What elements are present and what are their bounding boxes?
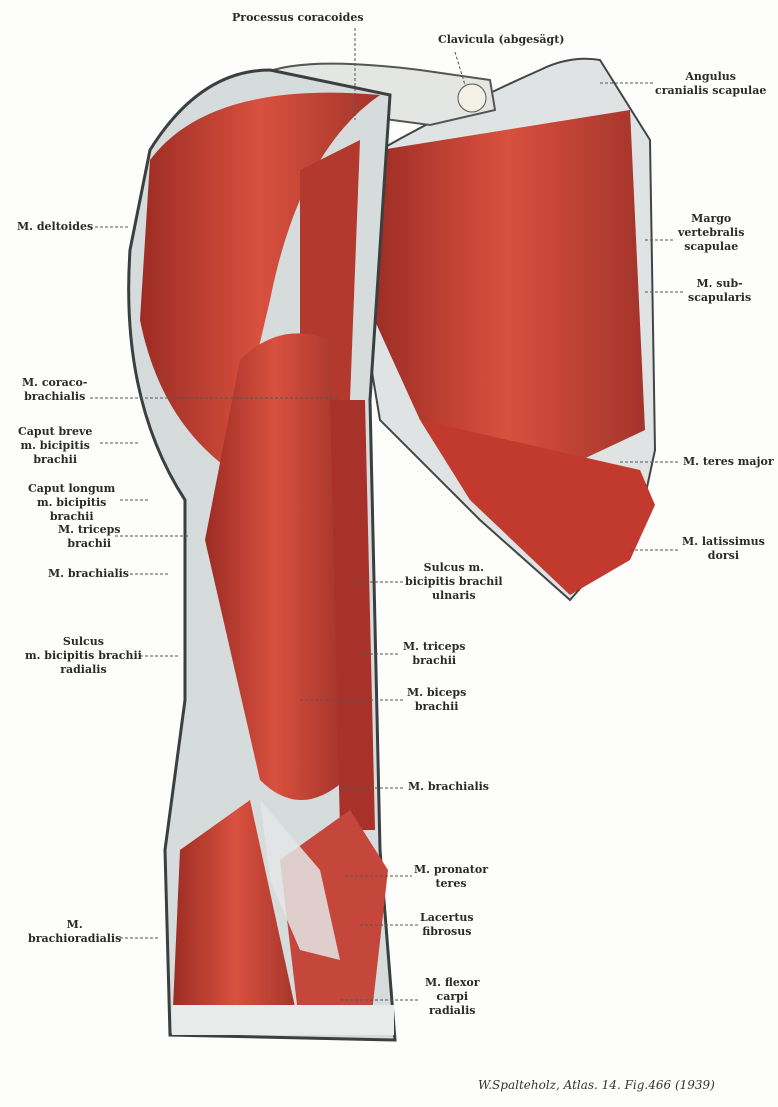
biceps-muscle (205, 333, 345, 800)
credit: W.Spalteholz, Atlas. 14. Fig.466 (1939) (478, 1078, 715, 1092)
latissimus-muscle (420, 420, 655, 595)
lacertus-fibrosus (260, 800, 340, 960)
subscapularis-muscle (370, 110, 645, 470)
label-brachialis-right: M. brachialis (408, 780, 490, 793)
brachioradialis-muscle (172, 800, 300, 1030)
leader-lines (90, 28, 685, 1001)
label-processus-coracoides: Processus coracoides (232, 11, 364, 24)
label-clavicula: Clavicula (abgesägt) (438, 33, 565, 46)
brachialis-muscle (330, 400, 375, 830)
deltoid-muscle (140, 92, 380, 470)
forearm-cut-surface (172, 1005, 394, 1035)
label-brachialis-left: M. brachialis (48, 567, 130, 580)
coracobrachialis-muscle (300, 140, 360, 400)
label-teres-major: M. teres major (683, 455, 774, 468)
label-coracobrachialis: M. coraco-brachialis (22, 376, 88, 403)
label-subscapularis: M. sub-scapularis (688, 277, 752, 304)
label-brachioradialis: M.brachioradialis (28, 918, 122, 945)
label-deltoides: M. deltoides (17, 220, 94, 233)
clavicula-cut-surface (457, 83, 487, 113)
